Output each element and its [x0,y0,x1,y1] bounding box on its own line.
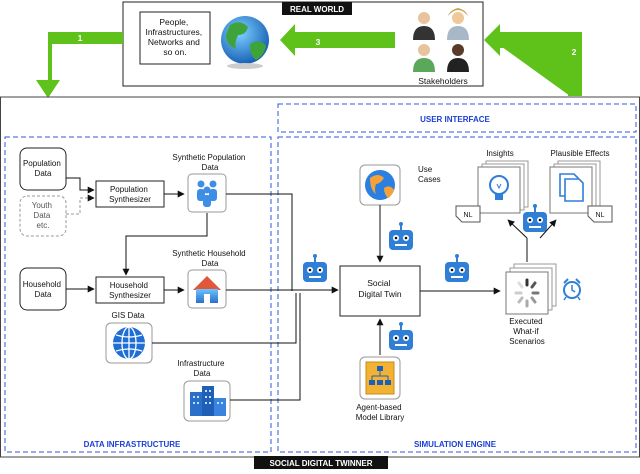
use-cases-icon [359,164,401,206]
simulation-engine-title: SIMULATION ENGINE [414,440,497,449]
person-icon [413,12,435,40]
real-world-title: REAL WORLD [290,5,344,14]
synthetic-population-label: Synthetic Population Data [172,153,247,172]
social-digital-twin-label: Social Digital Twin [358,278,402,299]
nl-note-insights: NL [455,205,481,223]
step-3-arrow: 3 [280,24,395,56]
earth-globe-icon [221,16,269,69]
person-icon [413,44,435,72]
plausible-effects-label: Plausible Effects [551,149,610,158]
step-2-label: 2 [572,47,577,57]
people-label: People, Infrastructures, Networks and so… [145,17,204,57]
agent-library-label: Agent-based Model Library [356,403,404,422]
executed-scenarios-label: Executed What-if Scenarios [509,317,545,346]
step-1-arrow: 1 [36,32,123,98]
robot-icon-4 [445,254,469,282]
user-interface-title: USER INTERFACE [420,115,490,124]
stakeholders-label: Stakeholders [418,76,468,86]
alarm-clock-icon [563,278,581,301]
svg-text:NL: NL [464,212,473,219]
sdt-title-bar [254,456,388,469]
youth-data-box [19,195,67,237]
data-infrastructure-title: DATA INFRASTRUCTURE [84,440,181,449]
social-digital-twin-box [339,265,421,317]
youth-data-label: Youth Data etc. [32,201,54,230]
simulation-engine-panel [277,136,637,453]
executed-scenarios-icon [505,263,557,315]
robot-icon-2 [389,222,413,250]
agent-library-icon [359,356,401,400]
robot-icon-1 [303,254,327,282]
sdt-title: SOCIAL DIGITAL TWINNER [269,459,372,468]
population-data-box [19,147,67,191]
person-icon [447,8,469,40]
step-1-label: 1 [78,33,83,43]
plausible-effects-icon [549,160,601,214]
insights-label: Insights [486,149,514,158]
robot-icon-3 [389,322,413,350]
infrastructure-data-label: Infrastructure Data [177,359,226,378]
person-icon [447,44,469,72]
robot-icon-5 [523,204,547,232]
synthetic-household-icon [187,269,227,309]
real-world-panel: REAL WORLD People, Infrastructures, Netw… [122,1,484,87]
step-2-arrow: 2 [484,24,582,96]
population-data-label: Population Data [23,159,63,178]
household-synthesizer-label: Household Synthesizer [109,281,151,300]
population-synthesizer-label: Population Synthesizer [109,185,151,204]
step-3-label: 3 [316,37,321,47]
user-interface-panel [277,103,637,133]
people-box [139,11,211,65]
insights-icon [477,160,529,214]
data-infrastructure-panel [4,136,272,453]
household-data-label: Household Data [23,280,63,299]
nl-note-effects: NL [587,205,613,223]
use-cases-label: Use Cases [418,165,441,184]
svg-text:NL: NL [596,212,605,219]
stakeholders-icon [413,8,469,72]
gis-globe-icon [105,322,153,364]
synthetic-household-label: Synthetic Household Data [172,249,248,268]
synthetic-population-icon [187,173,227,213]
infrastructure-buildings-icon [183,380,231,422]
gis-data-label: GIS Data [112,311,145,320]
household-data-box [19,267,67,311]
population-synthesizer-box [95,180,165,208]
